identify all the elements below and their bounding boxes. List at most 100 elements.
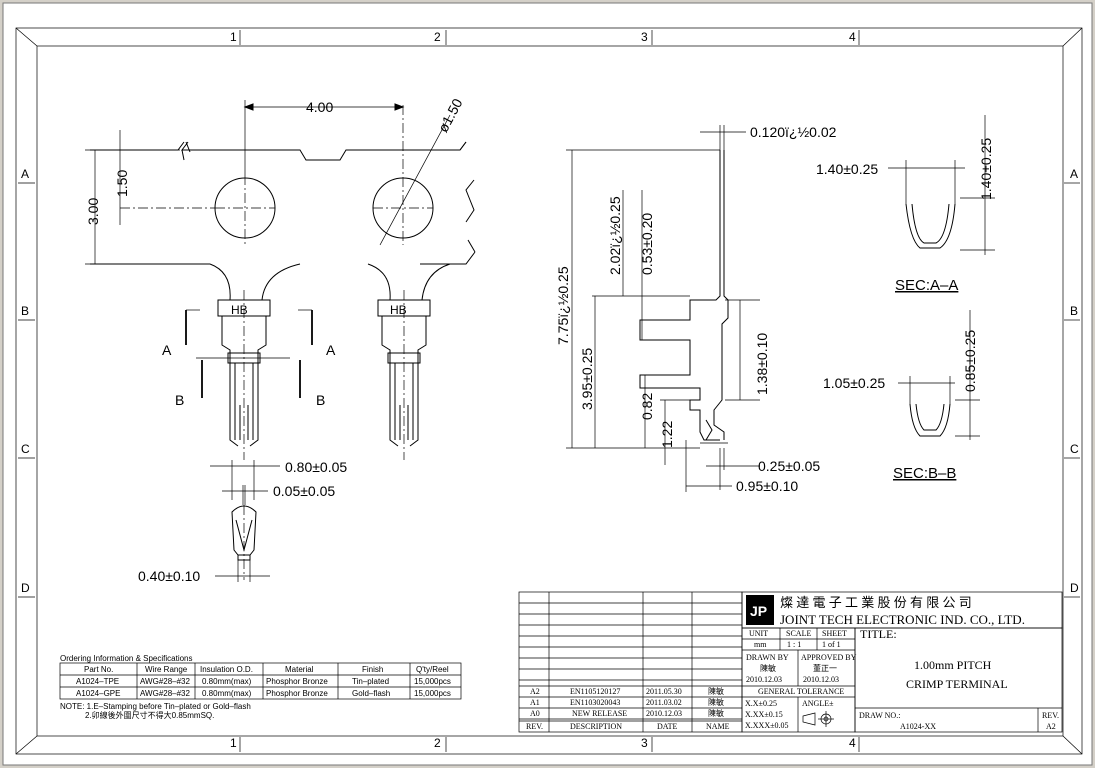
- ordering-cell: 15,000pcs: [414, 677, 451, 686]
- sheet-value: 1 of 1: [822, 640, 841, 649]
- grid-row-b: B: [21, 304, 29, 318]
- strip-width-dimension: 3.00: [85, 198, 101, 225]
- ordering-header: Q'ty/Reel: [416, 665, 449, 674]
- svg-text:HB: HB: [231, 303, 248, 317]
- draw-no: A1024-XX: [900, 722, 936, 731]
- rev-cell: 2011.05.30: [646, 687, 682, 696]
- dim-040: 0.40±0.10: [138, 568, 200, 584]
- title-block: A2 EN1105120127 2011.05.30 陳敏 A1 EN11030…: [518, 591, 1063, 733]
- ordering-cell: 15,000pcs: [414, 689, 451, 698]
- drawn-by-name: 陳敏: [760, 663, 776, 673]
- ordering-header: Insulation O.D.: [200, 665, 253, 674]
- projection-symbol-icon: [802, 711, 834, 727]
- dim-080: 0.80±0.05: [285, 459, 347, 475]
- title-line-1: 1.00mm PITCH: [914, 658, 992, 672]
- section-b-right: B: [316, 392, 325, 408]
- grid-row-labels: A B C D A B C D: [18, 167, 1080, 598]
- side-view: 0.120ï¿½0.02 7.75ï¿½0.25 2.02ï¿½0.25 0.5…: [555, 124, 837, 494]
- company-name-en: JOINT TECH ELECTRONIC IND. CO., LTD.: [780, 612, 1025, 627]
- dim-095: 0.95±0.10: [736, 478, 798, 494]
- ordering-cell: A1024–TPE: [76, 677, 119, 686]
- grid-row-c: C: [21, 442, 30, 456]
- drawn-by-label: DRAWN BY: [746, 653, 789, 662]
- grid-col-1-bottom: 1: [230, 736, 237, 750]
- thickness-dimension: 0.120ï¿½0.02: [750, 124, 837, 140]
- rev-cell: EN1105120127: [570, 687, 620, 696]
- rev-cell: A1: [530, 698, 540, 707]
- grid-column-labels: 1 2 3 4 1 2 3 4: [230, 30, 860, 752]
- tolerance-3: X.XXX±0.05: [745, 721, 789, 730]
- grid-col-4-bottom: 4: [849, 736, 856, 750]
- company-logo: JP: [746, 595, 774, 625]
- section-a-height: 1.40±0.25: [978, 138, 994, 200]
- ordering-header: Wire Range: [145, 665, 188, 674]
- grid-row-d: D: [21, 581, 30, 595]
- grid-col-1: 1: [230, 30, 237, 44]
- ordering-cell: Gold–flash: [352, 689, 390, 698]
- rev-cell: 2010.12.03: [646, 709, 682, 718]
- rev-cell: 陳敏: [708, 697, 724, 707]
- unit-value: mm: [754, 640, 767, 649]
- general-tolerance: GENERAL TOLERANCE: [758, 687, 844, 696]
- ordering-cell: Phosphor Bronze: [266, 689, 328, 698]
- rev-cell: 陳敏: [708, 708, 724, 718]
- angle-label: ANGLE±: [802, 699, 834, 708]
- ordering-table: Ordering Information & Specifications Pa…: [59, 654, 462, 720]
- grid-row-a: A: [21, 167, 29, 181]
- title-label: TITLE:: [860, 627, 897, 641]
- tolerance-2: X.XX±0.15: [745, 710, 783, 719]
- ordering-title: Ordering Information & Specifications: [60, 654, 193, 663]
- ordering-note-2: 2.卯線後外圍尺寸不得大0.85mmSQ.: [85, 710, 214, 720]
- dim-053: 0.53±0.20: [639, 213, 655, 275]
- ordering-header: Material: [285, 665, 314, 674]
- svg-text:HB: HB: [390, 303, 407, 317]
- ordering-note-1: NOTE: 1.E–Stamping before Tin–plated or …: [60, 702, 251, 711]
- company-name-cn: 燦 達 電 子 工 業 股 份 有 限 公 司: [780, 595, 972, 610]
- outer-border: [15, 27, 1083, 755]
- section-a-width: 1.40±0.25: [816, 161, 878, 177]
- scale-value: 1 : 1: [787, 640, 801, 649]
- grid-row-d-right: D: [1070, 581, 1079, 595]
- rev-cell: A2: [530, 687, 540, 696]
- grid-col-2: 2: [434, 30, 441, 44]
- rev-header: DATE: [657, 722, 678, 731]
- rev-header: DESCRIPTION: [570, 722, 622, 731]
- section-a-left: A: [162, 342, 172, 358]
- ordering-cell: 0.80mm(max): [202, 689, 252, 698]
- ordering-header: Finish: [362, 665, 383, 674]
- rev-cell: NEW RELEASE: [572, 709, 627, 718]
- rev-label: REV.: [1042, 711, 1059, 720]
- section-a-right: A: [326, 342, 336, 358]
- approved-name: 董正一: [813, 663, 837, 673]
- approved-date: 2010.12.03: [803, 675, 839, 684]
- section-b-width: 1.05±0.25: [823, 375, 885, 391]
- grid-col-3: 3: [641, 30, 648, 44]
- svg-text:JP: JP: [750, 603, 767, 619]
- scale-label: SCALE: [786, 629, 811, 638]
- ordering-cell: AWG#28–#32: [140, 677, 191, 686]
- tolerance-1: X.X±0.25: [745, 699, 777, 708]
- section-b-label: SEC:B–B: [893, 465, 956, 482]
- rev-value: A2: [1046, 722, 1056, 731]
- terminal-right: HB: [367, 263, 451, 460]
- drawn-date: 2010.12.03: [746, 675, 782, 684]
- dim-082: 0.82: [639, 393, 655, 420]
- ordering-cell: 0.80mm(max): [202, 677, 252, 686]
- dim-202: 2.02ï¿½0.25: [607, 196, 623, 275]
- ordering-cell: Phosphor Bronze: [266, 677, 328, 686]
- rev-cell: 陳敏: [708, 686, 724, 696]
- draw-no-label: DRAW NO.:: [859, 711, 900, 720]
- ordering-cell: A1024–GPE: [76, 689, 120, 698]
- section-a-label: SEC:A–A: [895, 277, 958, 294]
- ordering-cell: AWG#28–#32: [140, 689, 191, 698]
- ordering-header: Part No.: [84, 665, 113, 674]
- rev-cell: EN1103020043: [570, 698, 620, 707]
- section-a: 1.40±0.25 1.40±0.25 SEC:A–A: [816, 115, 995, 294]
- rev-header: REV.: [526, 722, 543, 731]
- sheet-label: SHEET: [822, 629, 847, 638]
- grid-col-3-bottom: 3: [641, 736, 648, 750]
- unit-label: UNIT: [749, 629, 768, 638]
- rev-header: NAME: [706, 722, 730, 731]
- section-b-left: B: [175, 392, 184, 408]
